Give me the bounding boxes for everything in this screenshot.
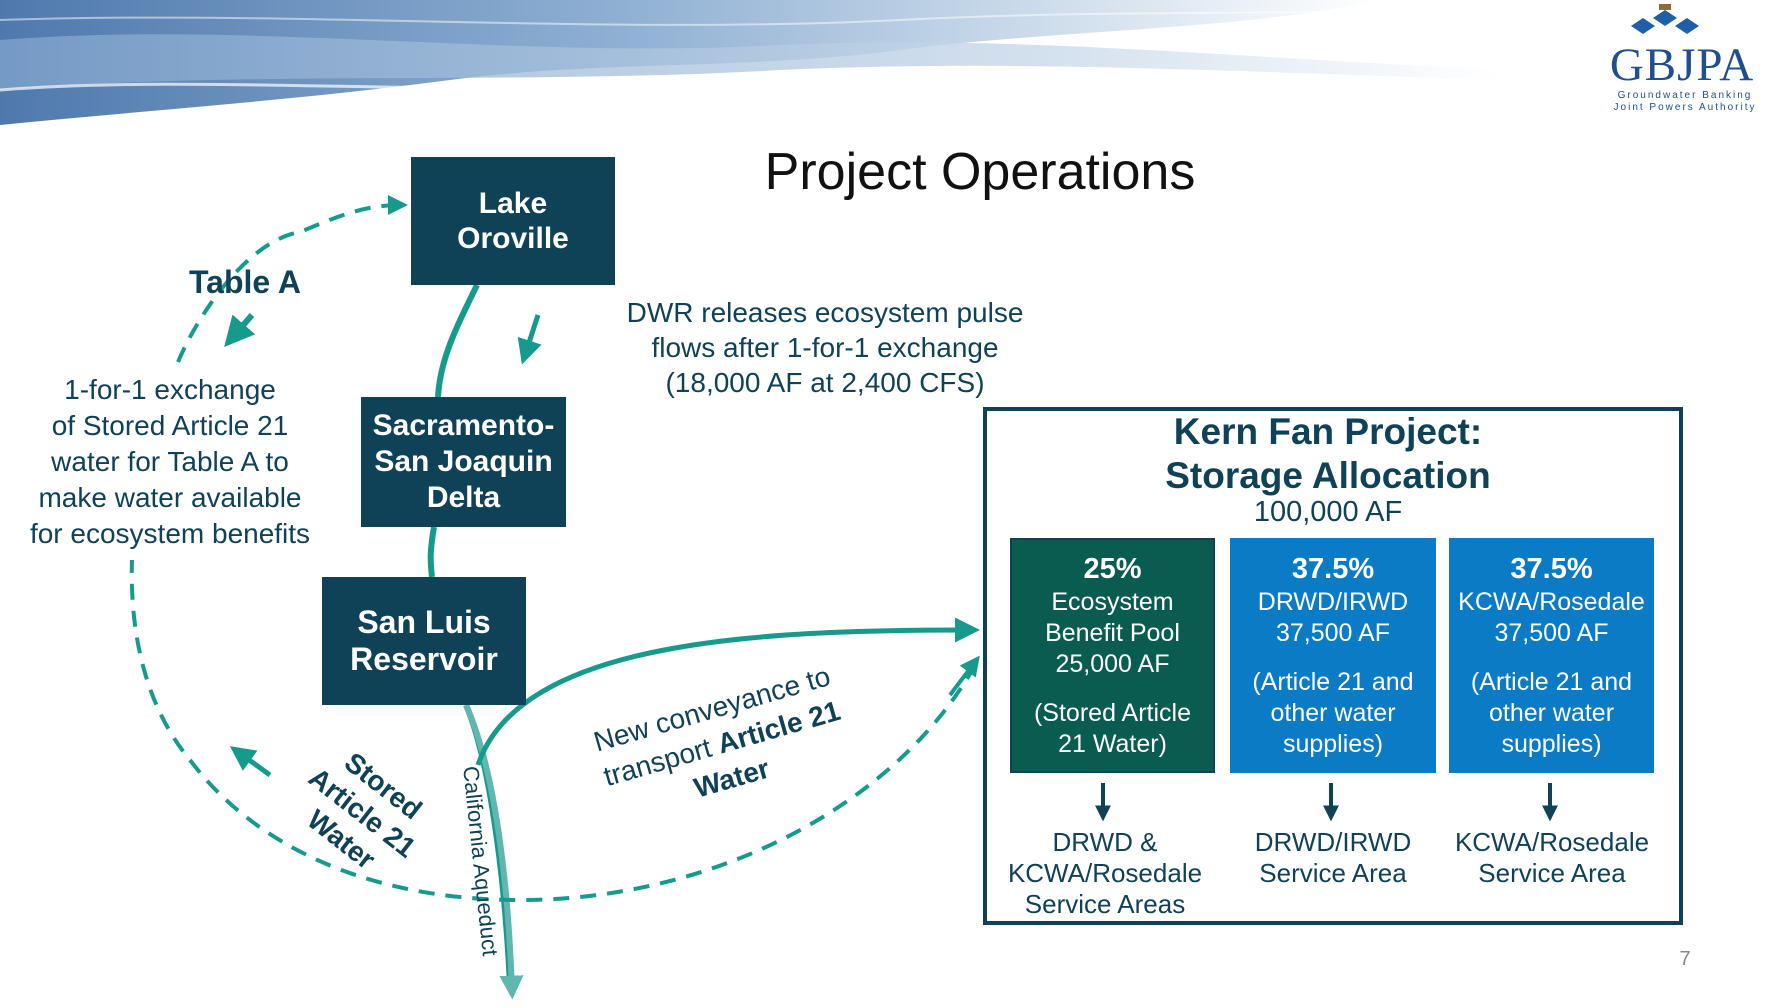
service-area-line: DRWD & <box>1052 827 1158 857</box>
node-label-line: Sacramento- <box>372 409 555 442</box>
node-label-line: San Luis <box>357 604 491 640</box>
exchange-line: of Stored Article 21 <box>51 410 289 441</box>
allocation-percent: 37.5% <box>1291 553 1375 585</box>
logo-wordmark: GBJPA <box>1609 39 1755 91</box>
allocation-box-drwd-irwd: 37.5% DRWD/IRWD 37,500 AF (Article 21 an… <box>1230 538 1436 773</box>
allocation-line: Benefit Pool <box>1045 619 1180 647</box>
allocation-box-ecosystem: 25% Ecosystem Benefit Pool 25,000 AF (St… <box>1010 538 1215 773</box>
node-label-line: Reservoir <box>350 641 498 677</box>
service-area-drwd-irwd: DRWD/IRWD Service Area <box>1220 827 1446 889</box>
exchange-line: for ecosystem benefits <box>29 518 311 549</box>
service-area-line: Service Area <box>1259 858 1407 888</box>
table-a-label: Table A <box>188 264 301 300</box>
exchange-line: make water available <box>38 482 302 513</box>
logo-subtitle-line: Joint Powers Authority <box>1613 102 1757 113</box>
service-area-line: Service Areas <box>1024 889 1186 919</box>
allocation-note: other water <box>1488 699 1615 727</box>
allocation-percent: 37.5% <box>1510 553 1593 585</box>
logo-subtitle: Groundwater Banking Joint Powers Authori… <box>1585 90 1785 114</box>
node-label-line: San Joaquin <box>374 445 553 478</box>
allocation-note: 21 Water) <box>1058 730 1167 758</box>
service-area-line: KCWA/Rosedale <box>1454 827 1650 857</box>
kern-panel-title: Kern Fan Project: Storage Allocation <box>983 410 1673 498</box>
stored-article21-dashed-loop <box>129 559 977 903</box>
node-label-line: Oroville <box>457 222 569 255</box>
kern-total-storage: 100,000 AF <box>1253 496 1403 528</box>
lake-oroville-node: Lake Oroville <box>411 157 615 285</box>
kern-title-line: Storage Allocation <box>1165 455 1491 496</box>
allocation-box-kcwa-rosedale: 37.5% KCWA/Rosedale 37,500 AF (Article 2… <box>1449 538 1654 773</box>
service-area-line: Service Area <box>1478 858 1626 888</box>
exchange-description: 1-for-1 exchange of Stored Article 21 wa… <box>10 372 330 552</box>
exchange-line: water for Table A to <box>51 446 289 477</box>
new-conveyance-arrow <box>475 617 980 766</box>
header-wave-banner <box>0 0 1500 125</box>
exchange-line: 1-for-1 exchange <box>64 374 276 405</box>
stored-water-arrow <box>229 746 272 778</box>
delta-node: Sacramento- San Joaquin Delta <box>361 397 566 527</box>
logo-mark-icon <box>1631 4 1699 34</box>
allocation-line: DRWD/IRWD <box>1257 588 1409 616</box>
allocation-line: 25,000 AF <box>1055 650 1170 678</box>
pulse-flow-arrow <box>517 314 542 365</box>
table-a-dashed-arc <box>176 195 408 363</box>
allocation-note: (Stored Article <box>1033 699 1191 727</box>
service-area-line: KCWA/Rosedale <box>1007 858 1203 888</box>
logo-subtitle-line: Groundwater Banking <box>1617 90 1753 101</box>
page-title: Project Operations <box>764 143 1196 201</box>
allocation-line: 37,500 AF <box>1494 619 1609 647</box>
kern-fan-project-panel <box>983 407 1683 925</box>
service-area-kcwa-rosedale: KCWA/Rosedale Service Area <box>1440 827 1664 889</box>
service-area-line: DRWD/IRWD <box>1254 827 1412 857</box>
allocation-line: Ecosystem <box>1051 588 1174 616</box>
aqueduct-arrow <box>463 703 524 1000</box>
dwr-release-description: DWR releases ecosystem pulse flows after… <box>600 295 1050 400</box>
allocation-note: other water <box>1270 699 1396 727</box>
page-number: 7 <box>1679 948 1691 970</box>
node-label-line: Delta <box>426 481 501 514</box>
san-luis-reservoir-node: San Luis Reservoir <box>322 577 526 705</box>
allocation-line: KCWA/Rosedale <box>1458 588 1645 616</box>
dwr-line: (18,000 AF at 2,400 CFS) <box>665 367 985 398</box>
service-area-drwd-kcwa: DRWD & KCWA/Rosedale Service Areas <box>990 827 1220 920</box>
allocation-note: (Article 21 and <box>1470 668 1633 696</box>
allocation-percent: 25% <box>1083 553 1142 585</box>
dwr-line: DWR releases ecosystem pulse <box>626 297 1024 328</box>
allocation-line: 37,500 AF <box>1276 619 1390 647</box>
conveyance-dashed-arrowhead <box>948 655 980 697</box>
table-a-arrow <box>224 313 256 348</box>
allocation-note: supplies) <box>1501 730 1602 758</box>
allocation-note: supplies) <box>1282 730 1384 758</box>
allocation-note: (Article 21 and <box>1252 668 1414 696</box>
node-label-line: Lake <box>478 187 548 220</box>
kern-title-line: Kern Fan Project: <box>1173 411 1483 452</box>
dwr-line: flows after 1-for-1 exchange <box>651 332 999 363</box>
